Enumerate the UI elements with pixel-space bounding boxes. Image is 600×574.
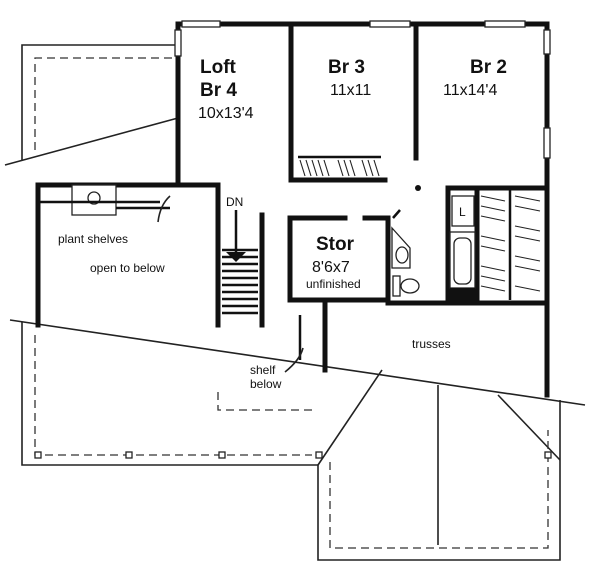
laundry-box: [451, 195, 475, 227]
open-to-below-label: open to below: [90, 261, 165, 275]
laundry-label: L: [459, 205, 466, 219]
shelf-below-label-line1: shelf: [250, 363, 276, 377]
stairs: [222, 210, 258, 315]
plant-shelves-label: plant shelves: [58, 232, 128, 246]
stor-dims: 8'6x7: [312, 259, 350, 276]
shelf-below-label-line2: below: [250, 377, 282, 391]
loft-dims: 10x13'4: [198, 105, 254, 122]
loft-label-line2: Br 4: [200, 80, 237, 101]
br2-dims: 11x14'4: [443, 82, 497, 99]
stor-note: unfinished: [306, 277, 361, 291]
bath-sink-vanity: [391, 226, 411, 269]
br3-closet: [298, 155, 381, 177]
post-markers: [34, 451, 552, 459]
trusses-label: trusses: [412, 337, 451, 351]
roof-outline: [4, 44, 586, 561]
plant-shelf-box: [40, 184, 170, 216]
down-arrow-icon: [226, 252, 246, 262]
bathtub: [449, 231, 476, 301]
br2-closets: [480, 190, 541, 300]
dn-label: DN: [226, 195, 243, 209]
br3-label: Br 3: [328, 57, 365, 78]
stor-label: Stor: [316, 234, 355, 255]
br3-dims: 11x11: [330, 82, 371, 99]
misc-details: [157, 185, 421, 373]
windows: [174, 20, 551, 159]
br2-label: Br 2: [470, 57, 507, 78]
toilet: [392, 275, 420, 297]
loft-label-line1: Loft: [200, 57, 237, 78]
